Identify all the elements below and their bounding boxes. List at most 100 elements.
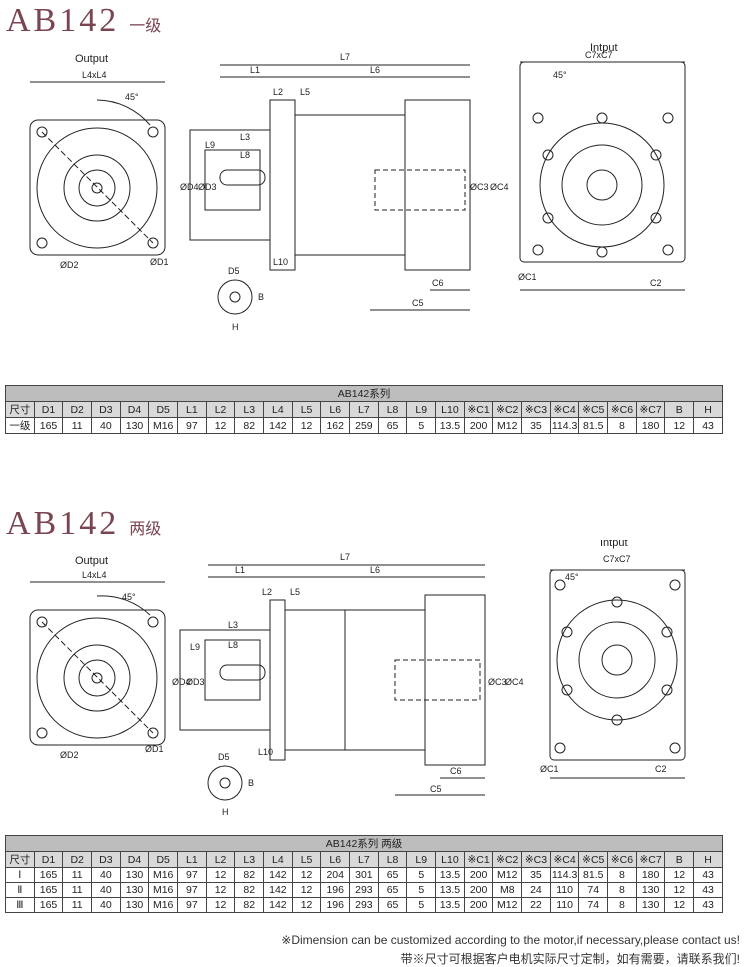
table-cell: 165	[33, 882, 64, 898]
output-label: Output	[75, 555, 108, 567]
header-cell: ※C3	[521, 851, 551, 868]
dim-l2: L2	[262, 587, 272, 597]
dim-angle-input: 45°	[565, 572, 579, 582]
table-cell: 13.5	[435, 897, 465, 913]
table-cell: 35	[521, 417, 551, 434]
table-cell: 11	[62, 897, 93, 913]
dim-l3: L3	[228, 620, 238, 630]
table-cell: 110	[549, 897, 580, 913]
header-cell: ※C4	[549, 851, 580, 868]
dim-c1: ØC1	[540, 764, 559, 774]
dim-l2: L2	[273, 87, 283, 97]
table-cell: 196	[320, 882, 351, 898]
header-cell: ※C1	[463, 851, 494, 868]
table-cell: 5	[406, 867, 437, 883]
table-cell: 12	[205, 417, 236, 434]
header-cell: ※C4	[549, 401, 580, 418]
output-label: Output	[75, 53, 108, 65]
table-cell: 12	[664, 867, 695, 883]
table-cell: 12	[664, 897, 695, 913]
table-cell: 40	[91, 897, 121, 913]
table-header-row: 尺寸 D1 D2 D3 D4 D5 L1 L2 L3 L4 L5 L6 L7 L…	[5, 851, 723, 868]
header-cell: L8	[377, 401, 408, 418]
table-cell: 82	[234, 867, 265, 883]
dim-h: H	[222, 807, 229, 817]
table-cell: 35	[521, 867, 551, 883]
table-cell: 13.5	[435, 867, 465, 883]
table-cell: 180	[635, 417, 666, 434]
table-cell: 43	[693, 897, 723, 913]
table-header-row: 尺寸 D1 D2 D3 D4 D5 L1 L2 L3 L4 L5 L6 L7 L…	[5, 401, 723, 418]
table-cell: 12	[664, 882, 695, 898]
drawing-single-stage: Output L4xL4 45° ØD2 ØD1 L7 L1 L6 L2 L5 …	[29, 42, 686, 332]
table-cell: M16	[148, 897, 179, 913]
table-cell: 74	[578, 882, 609, 898]
dim-l3: L3	[240, 132, 250, 142]
table-cell: 142	[263, 897, 293, 913]
header-cell: D1	[33, 851, 64, 868]
table-cell: M12	[492, 417, 523, 434]
table-cell: 200	[463, 882, 494, 898]
header-cell: L5	[291, 401, 322, 418]
dim-l1: L1	[235, 565, 245, 575]
table-cell: 130	[119, 897, 150, 913]
dim-h: H	[232, 322, 239, 332]
table-cell: Ⅲ	[5, 897, 35, 913]
dim-c3: ØC3	[470, 182, 489, 192]
header-cell: ※C3	[521, 401, 551, 418]
dim-c5: C5	[412, 298, 424, 308]
table-cell: 301	[349, 867, 379, 883]
dim-l9: L9	[205, 140, 215, 150]
table-cell: 13.5	[435, 882, 465, 898]
table-cell: 259	[349, 417, 379, 434]
dim-l9: L9	[190, 642, 200, 652]
model-name: AB142	[6, 2, 120, 39]
dim-l7: L7	[340, 52, 350, 62]
table-cell: 82	[234, 882, 265, 898]
table-cell: 5	[406, 882, 437, 898]
table-cell: 12	[291, 882, 322, 898]
header-cell: ※C6	[607, 851, 637, 868]
header-cell: H	[693, 401, 723, 418]
dim-c7xc7: C7xC7	[585, 50, 613, 60]
header-cell: L1	[177, 851, 207, 868]
table-cell: 12	[205, 867, 236, 883]
table-cell: 43	[693, 417, 723, 434]
header-cell: D4	[119, 401, 150, 418]
table-cell: 82	[234, 897, 265, 913]
model-name: AB142	[6, 505, 120, 542]
header-cell: H	[693, 851, 723, 868]
header-cell: L10	[435, 851, 465, 868]
dim-l8: L8	[228, 640, 238, 650]
header-cell: D4	[119, 851, 150, 868]
table-cell: 12	[205, 882, 236, 898]
header-cell: B	[664, 401, 695, 418]
dim-d2: ØD2	[60, 260, 79, 270]
header-cell: ※C1	[463, 401, 494, 418]
table-row: Ⅲ 165 11 40 130 M16 97 12 82 142 12 196 …	[5, 897, 723, 913]
table-cell: 8	[607, 867, 637, 883]
table-cell: 11	[62, 882, 93, 898]
footnote-chinese: 带※尺寸可根据客户电机实际尺寸定制，如有需要，请联系我们!	[400, 952, 740, 966]
table-cell: 81.5	[578, 417, 609, 434]
table-cell: 43	[693, 867, 723, 883]
header-cell: L4	[263, 401, 293, 418]
dim-d5: D5	[228, 266, 240, 276]
table-cell: 114.3	[549, 417, 580, 434]
dim-b: B	[258, 292, 264, 302]
header-cell: D3	[91, 401, 121, 418]
table-cell: 130	[119, 867, 150, 883]
header-cell: L3	[234, 401, 265, 418]
header-cell: ※C5	[578, 851, 609, 868]
dim-d1: ØD1	[150, 257, 169, 267]
table-cell: 110	[549, 882, 580, 898]
dim-l10: L10	[258, 747, 273, 757]
table-cell: 293	[349, 897, 379, 913]
dim-d3: ØD3	[186, 677, 205, 687]
table-cell: 22	[521, 897, 551, 913]
table-cell: 74	[578, 897, 609, 913]
dim-d4: ØD4	[172, 677, 191, 687]
table-cell: 5	[406, 417, 437, 434]
dim-c4: ØC4	[490, 182, 509, 192]
